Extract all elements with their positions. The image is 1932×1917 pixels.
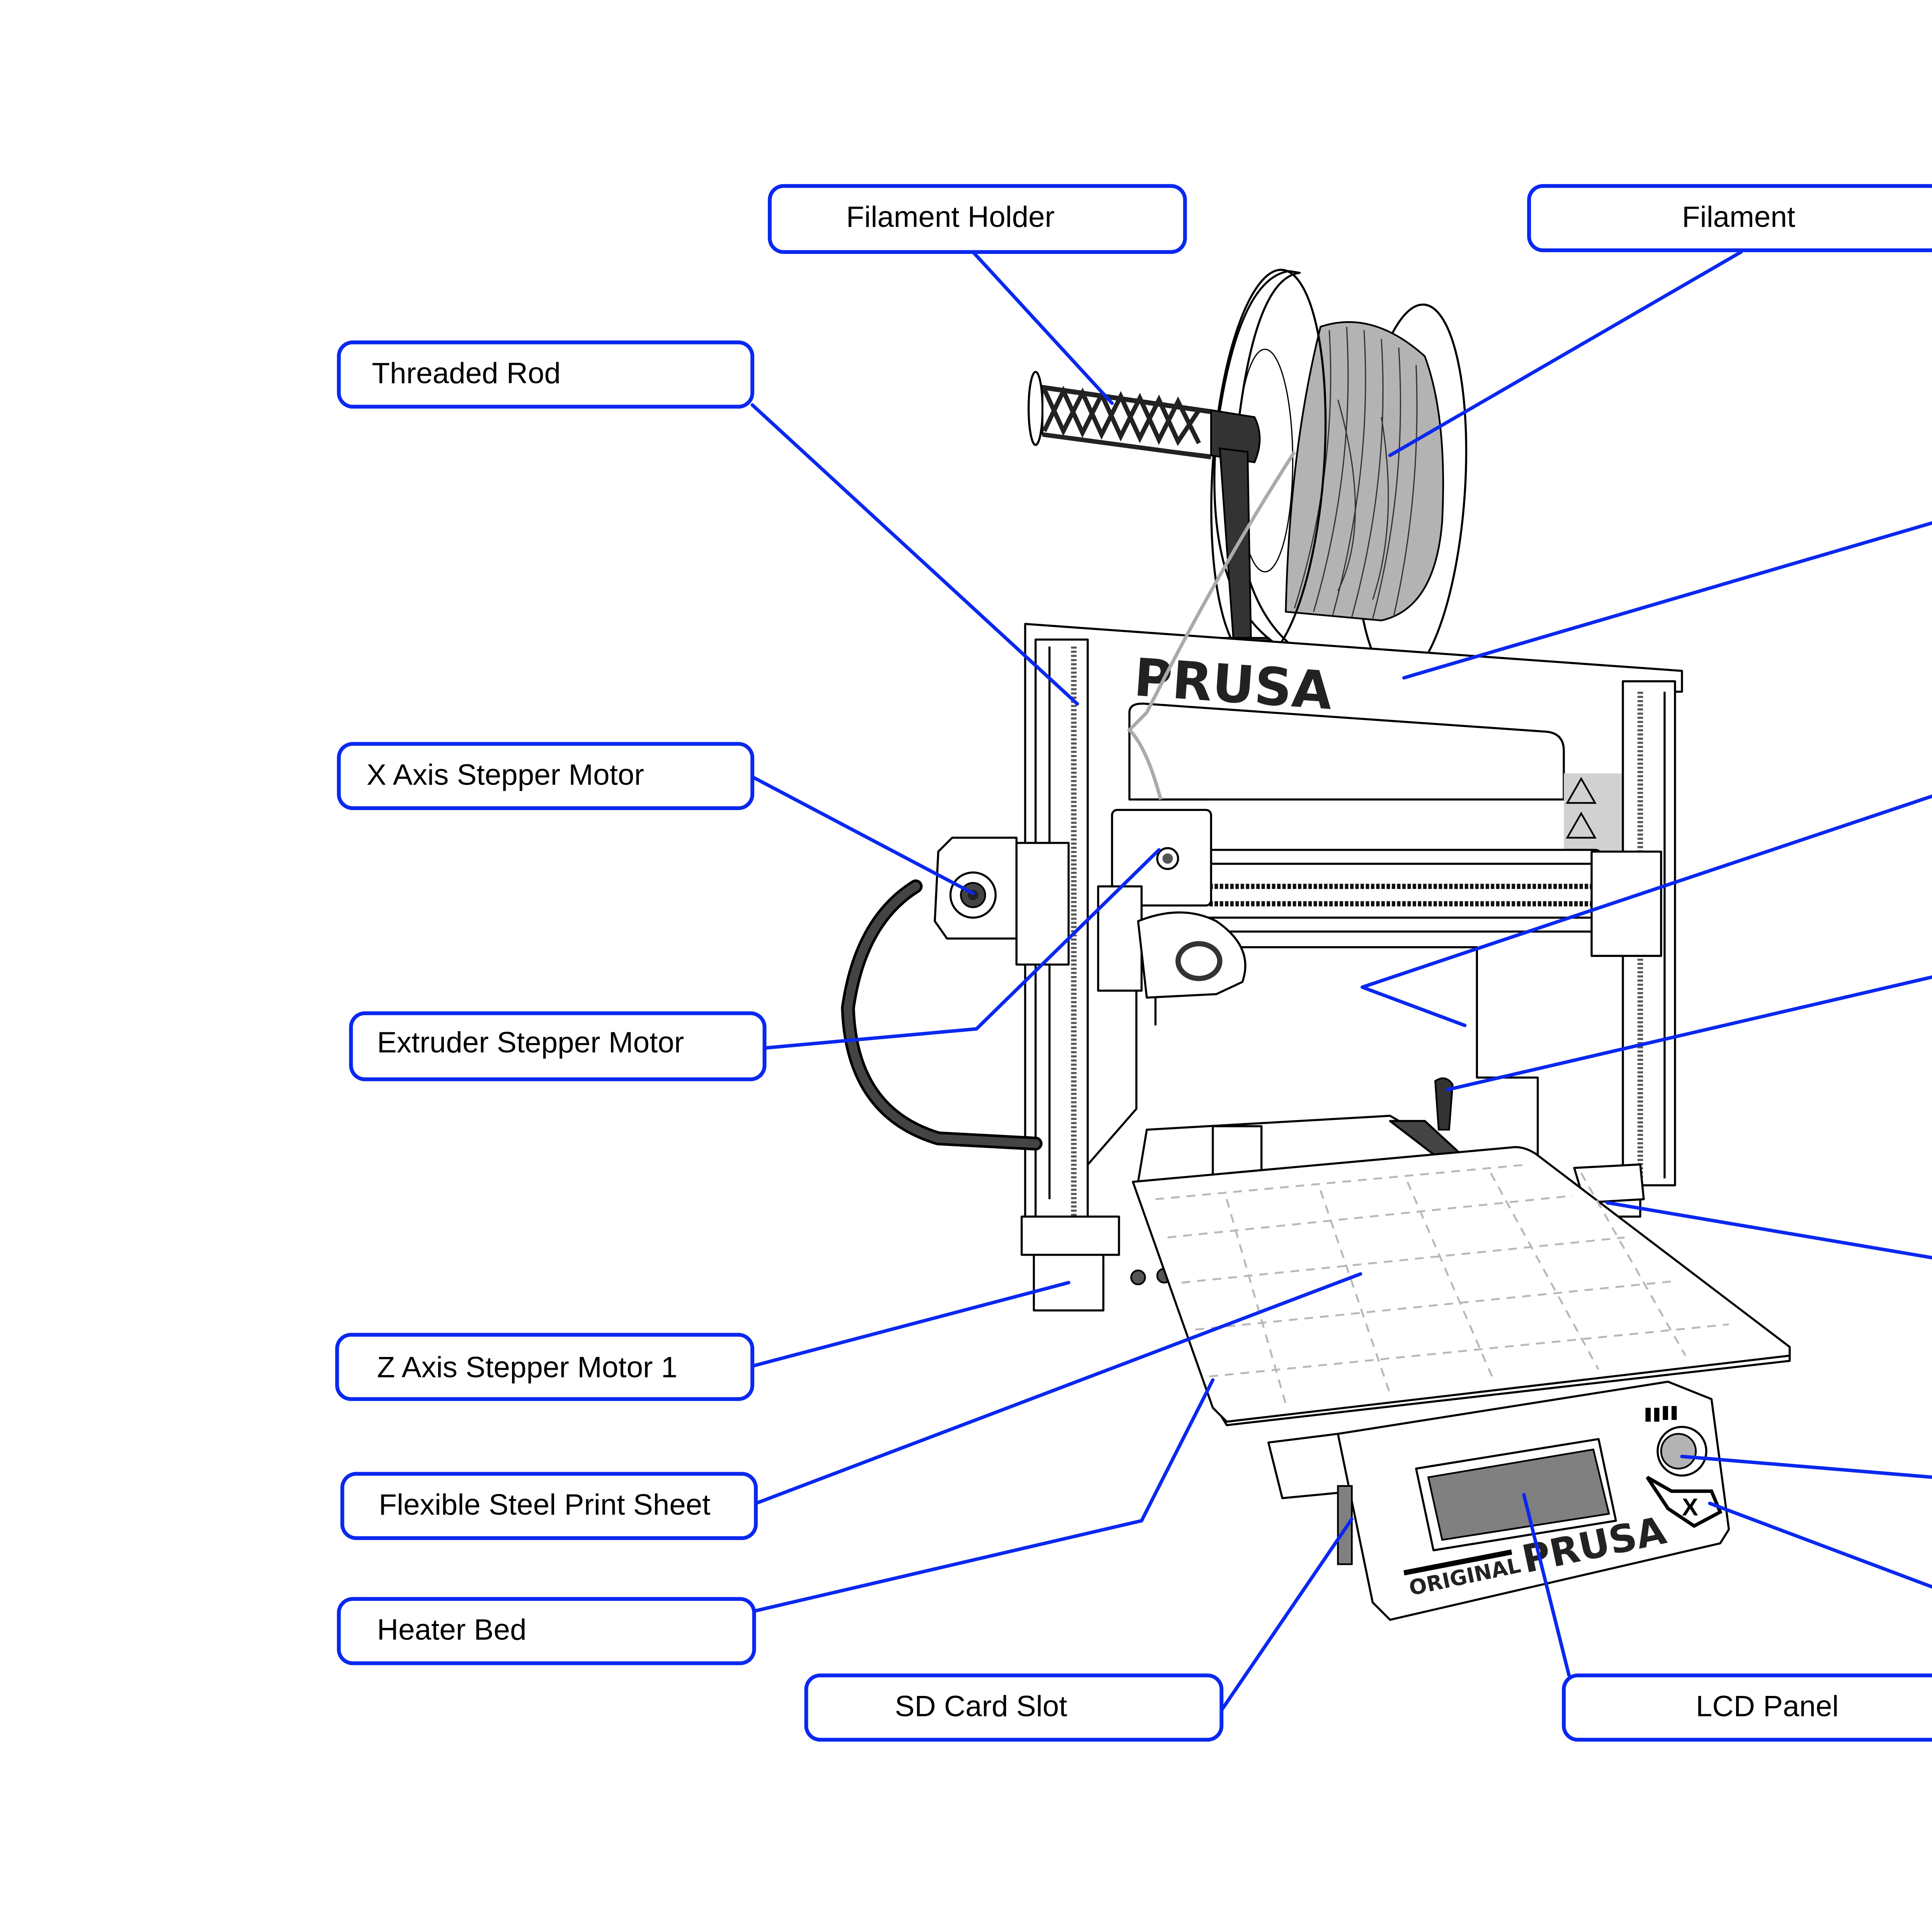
svg-text:Filament: Filament	[1682, 201, 1795, 233]
svg-text:Extruder Stepper Motor: Extruder Stepper Motor	[377, 1026, 684, 1059]
leader-reset-button	[1708, 1502, 1932, 1589]
label-lcd-panel: LCD Panel	[1562, 1674, 1932, 1742]
leader-lines	[750, 250, 1932, 1712]
leader-filament-holder	[971, 250, 1114, 405]
svg-text:Flexible Steel Print Sheet: Flexible Steel Print Sheet	[379, 1488, 710, 1521]
label-boxes: Filament Holder Filament Threaded Rod Pr…	[335, 184, 1932, 1742]
lcd-screen	[1427, 1448, 1610, 1541]
svg-text:SD Card Slot: SD Card Slot	[895, 1690, 1067, 1723]
svg-text:LCD Panel: LCD Panel	[1696, 1690, 1839, 1723]
label-flexible-steel-print-sheet: Flexible Steel Print Sheet	[340, 1472, 758, 1540]
svg-text:Heater Bed: Heater Bed	[377, 1614, 527, 1646]
label-threaded-rod: Threaded Rod	[337, 340, 755, 409]
leader-ac-power-cord	[1446, 975, 1932, 1092]
label-filament: Filament	[1527, 184, 1932, 252]
lcd-unit: X ORIGINAL PRUSA	[1267, 1381, 1730, 1621]
leader-sd-card-slot	[1219, 1517, 1354, 1712]
svg-text:X Axis Stepper Motor: X Axis Stepper Motor	[367, 758, 644, 791]
leader-lcd-knob	[1680, 1454, 1932, 1479]
printer-illustration: PRUSA	[841, 269, 1791, 1621]
leader-z-axis-stepper-motor-2	[1605, 1201, 1932, 1260]
warning-sticker	[1564, 773, 1626, 852]
reset-button-part	[1646, 1476, 1723, 1528]
leader-flexible-steel-print-sheet	[754, 1272, 1362, 1505]
leader-z-axis-stepper-motor-1	[750, 1281, 1071, 1368]
label-z-axis-stepper-motor-1: Z Axis Stepper Motor 1	[335, 1333, 755, 1401]
leader-heater-bed	[752, 1378, 1215, 1613]
label-extruder-stepper-motor: Extruder Stepper Motor	[349, 1011, 767, 1081]
leader-extruder-stepper-motor	[763, 848, 1161, 1050]
reset-button-glyph: X	[1682, 1494, 1698, 1521]
svg-text:Filament Holder: Filament Holder	[846, 201, 1055, 233]
sd-card-slot-part	[1337, 1485, 1353, 1565]
lcd-knob-part	[1660, 1433, 1697, 1470]
print-sheet-grid	[1155, 1163, 1729, 1405]
x-motor	[934, 836, 1070, 966]
leader-power-switch	[1360, 794, 1932, 1027]
leader-filament	[1388, 250, 1743, 457]
filament-strand	[1127, 711, 1163, 800]
leader-threaded-rod	[750, 403, 1079, 706]
label-filament-holder: Filament Holder	[768, 184, 1187, 254]
leader-lcd-panel	[1522, 1493, 1571, 1677]
flexible-steel-print-sheet-part	[1132, 1146, 1791, 1423]
frame-logo: PRUSA	[1132, 647, 1335, 721]
label-x-axis-stepper-motor: X Axis Stepper Motor	[337, 742, 755, 810]
svg-text:Threaded Rod: Threaded Rod	[372, 357, 561, 390]
leader-x-axis-stepper-motor	[750, 775, 975, 895]
heater-bed-part	[1132, 1146, 1791, 1427]
lcd-speaker	[1645, 1406, 1677, 1422]
svg-text:Z Axis Stepper Motor 1: Z Axis Stepper Motor 1	[377, 1351, 677, 1384]
x-axis	[1198, 849, 1662, 957]
filament-spool	[1210, 269, 1468, 680]
label-sd-card-slot: SD Card Slot	[804, 1673, 1224, 1742]
label-heater-bed: Heater Bed	[337, 1597, 756, 1665]
power-cord-plug	[1434, 1077, 1454, 1131]
extruder-assembly	[1097, 451, 1296, 1026]
leader-printer-frame	[1402, 521, 1932, 680]
filament-holder-part	[1027, 371, 1269, 655]
